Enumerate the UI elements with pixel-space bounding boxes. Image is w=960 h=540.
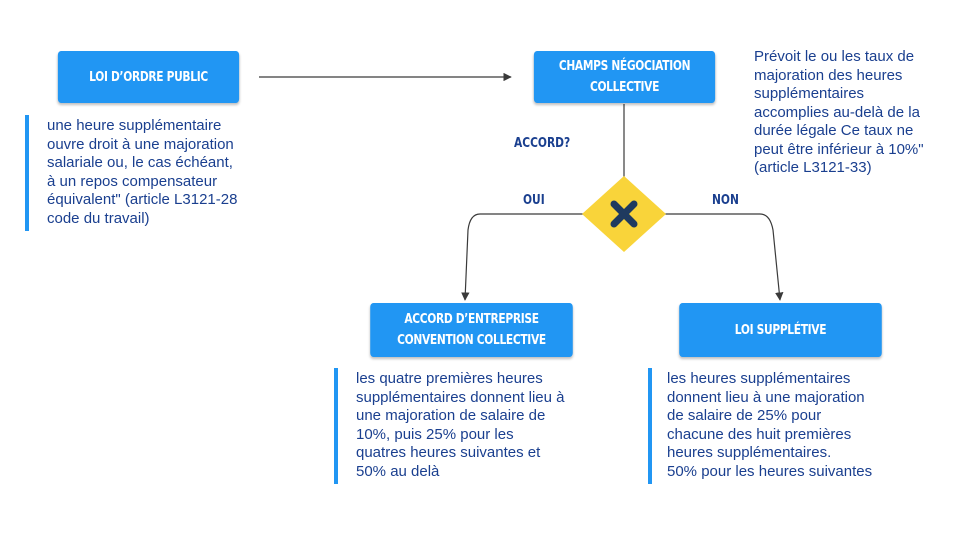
note-ordre-public: une heure supplémentaire ouvre droit à u… <box>47 117 238 227</box>
note-bar-accord <box>334 368 338 484</box>
node-loi-suppletive: LOI SUPPLÉTIVE <box>679 303 882 357</box>
label-non: NON <box>712 193 739 208</box>
node-accord-entreprise: ACCORD D’ENTREPRISE CONVENTION COLLECTIV… <box>370 303 573 357</box>
arrow-decision-non <box>665 213 784 301</box>
decision-question: ACCORD? <box>514 136 571 151</box>
note-bar-ordre-public <box>25 115 29 231</box>
note-suppletive: les heures supplémentaires donnent lieu … <box>667 370 873 480</box>
note-bar-suppletive <box>648 368 652 484</box>
node-loi-ordre-public: LOI D’ORDRE PUBLIC <box>57 51 240 103</box>
node-champs-negociation: CHAMPS NÉGOCIATION COLLECTIVE <box>533 51 716 103</box>
label-oui: OUI <box>523 193 545 208</box>
cross-icon <box>610 200 638 228</box>
arrow-decision-oui <box>461 213 583 301</box>
note-accord: les quatre premières heures supplémentai… <box>356 370 565 480</box>
note-negociation: Prévoit le ou les taux de majoration des… <box>754 48 924 176</box>
